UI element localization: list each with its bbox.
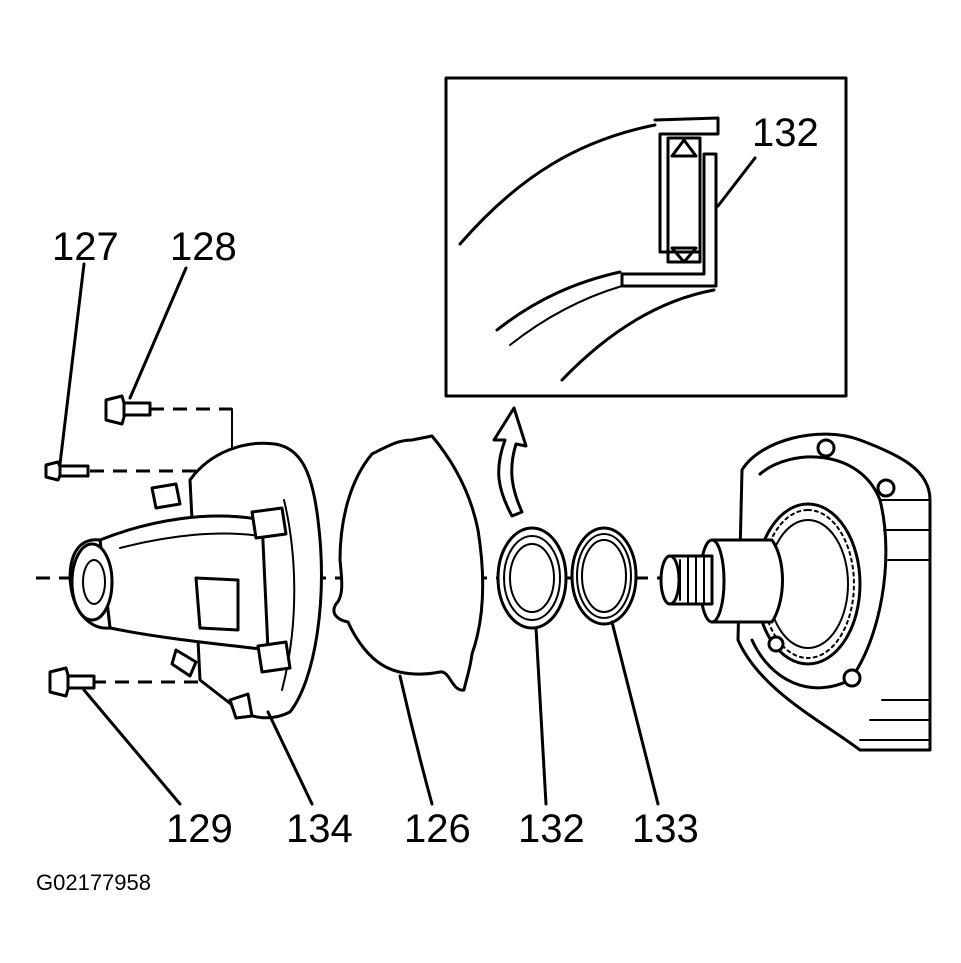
leader-133 [610,620,660,806]
bolt-129 [48,666,96,698]
detail-leader-132 [716,156,757,208]
detail-seal-lip-top [670,138,698,158]
callout-128: 128 [170,225,237,269]
housing-rib-window [194,576,240,632]
case-rim [750,455,888,690]
detail-seal-body [666,136,702,264]
callout-133: 133 [632,807,699,851]
housing-tail-bore [70,542,114,622]
detail-shaft-line-1 [495,270,622,332]
leader-126 [398,674,434,806]
detail-housing-arc-outer [458,123,657,246]
gasket [332,434,485,692]
callout-132-detail: 132 [752,111,819,155]
case-ribs [859,499,931,741]
housing-tail-bore-inner [82,559,106,605]
detail-inset: 132 [444,76,848,398]
detail-seal-lip-bottom [670,246,698,264]
leader-128 [128,266,188,400]
bolt-127 [44,460,90,482]
callout-127: 127 [52,225,119,269]
detail-housing-arc-inner [560,288,716,382]
callout-132: 132 [518,807,585,851]
callout-134: 134 [286,807,353,851]
transmission-case [659,432,932,752]
leader-129 [82,688,182,806]
leader-127 [58,262,86,466]
leader-132 [534,626,548,806]
case-bolt-4 [767,635,785,653]
output-shaft-splines [679,557,705,603]
callout-126: 126 [404,807,471,851]
output-hub [710,538,784,624]
detail-shaft-line-2 [509,285,623,346]
case-bolt-1 [816,438,836,458]
bolt-128 [104,394,152,426]
case-bolt-3 [842,668,862,688]
figure-id: G02177958 [36,870,151,895]
seal-132 [496,526,568,630]
case-bolt-2 [876,478,896,498]
housing-mount-ear [228,692,254,720]
extension-housing [68,441,323,720]
callout-129: 129 [166,807,233,851]
housing-lower-tab [170,648,198,678]
housing-rib-top [119,532,261,549]
housing-boss-bottom [256,640,292,674]
housing-boss-left [150,482,182,510]
output-shaft-end [659,554,681,606]
detail-arrow [492,406,528,518]
detail-inset-frame [444,76,848,398]
seal-133 [570,526,638,626]
leader-134 [266,710,314,806]
housing-boss-top [250,506,288,540]
